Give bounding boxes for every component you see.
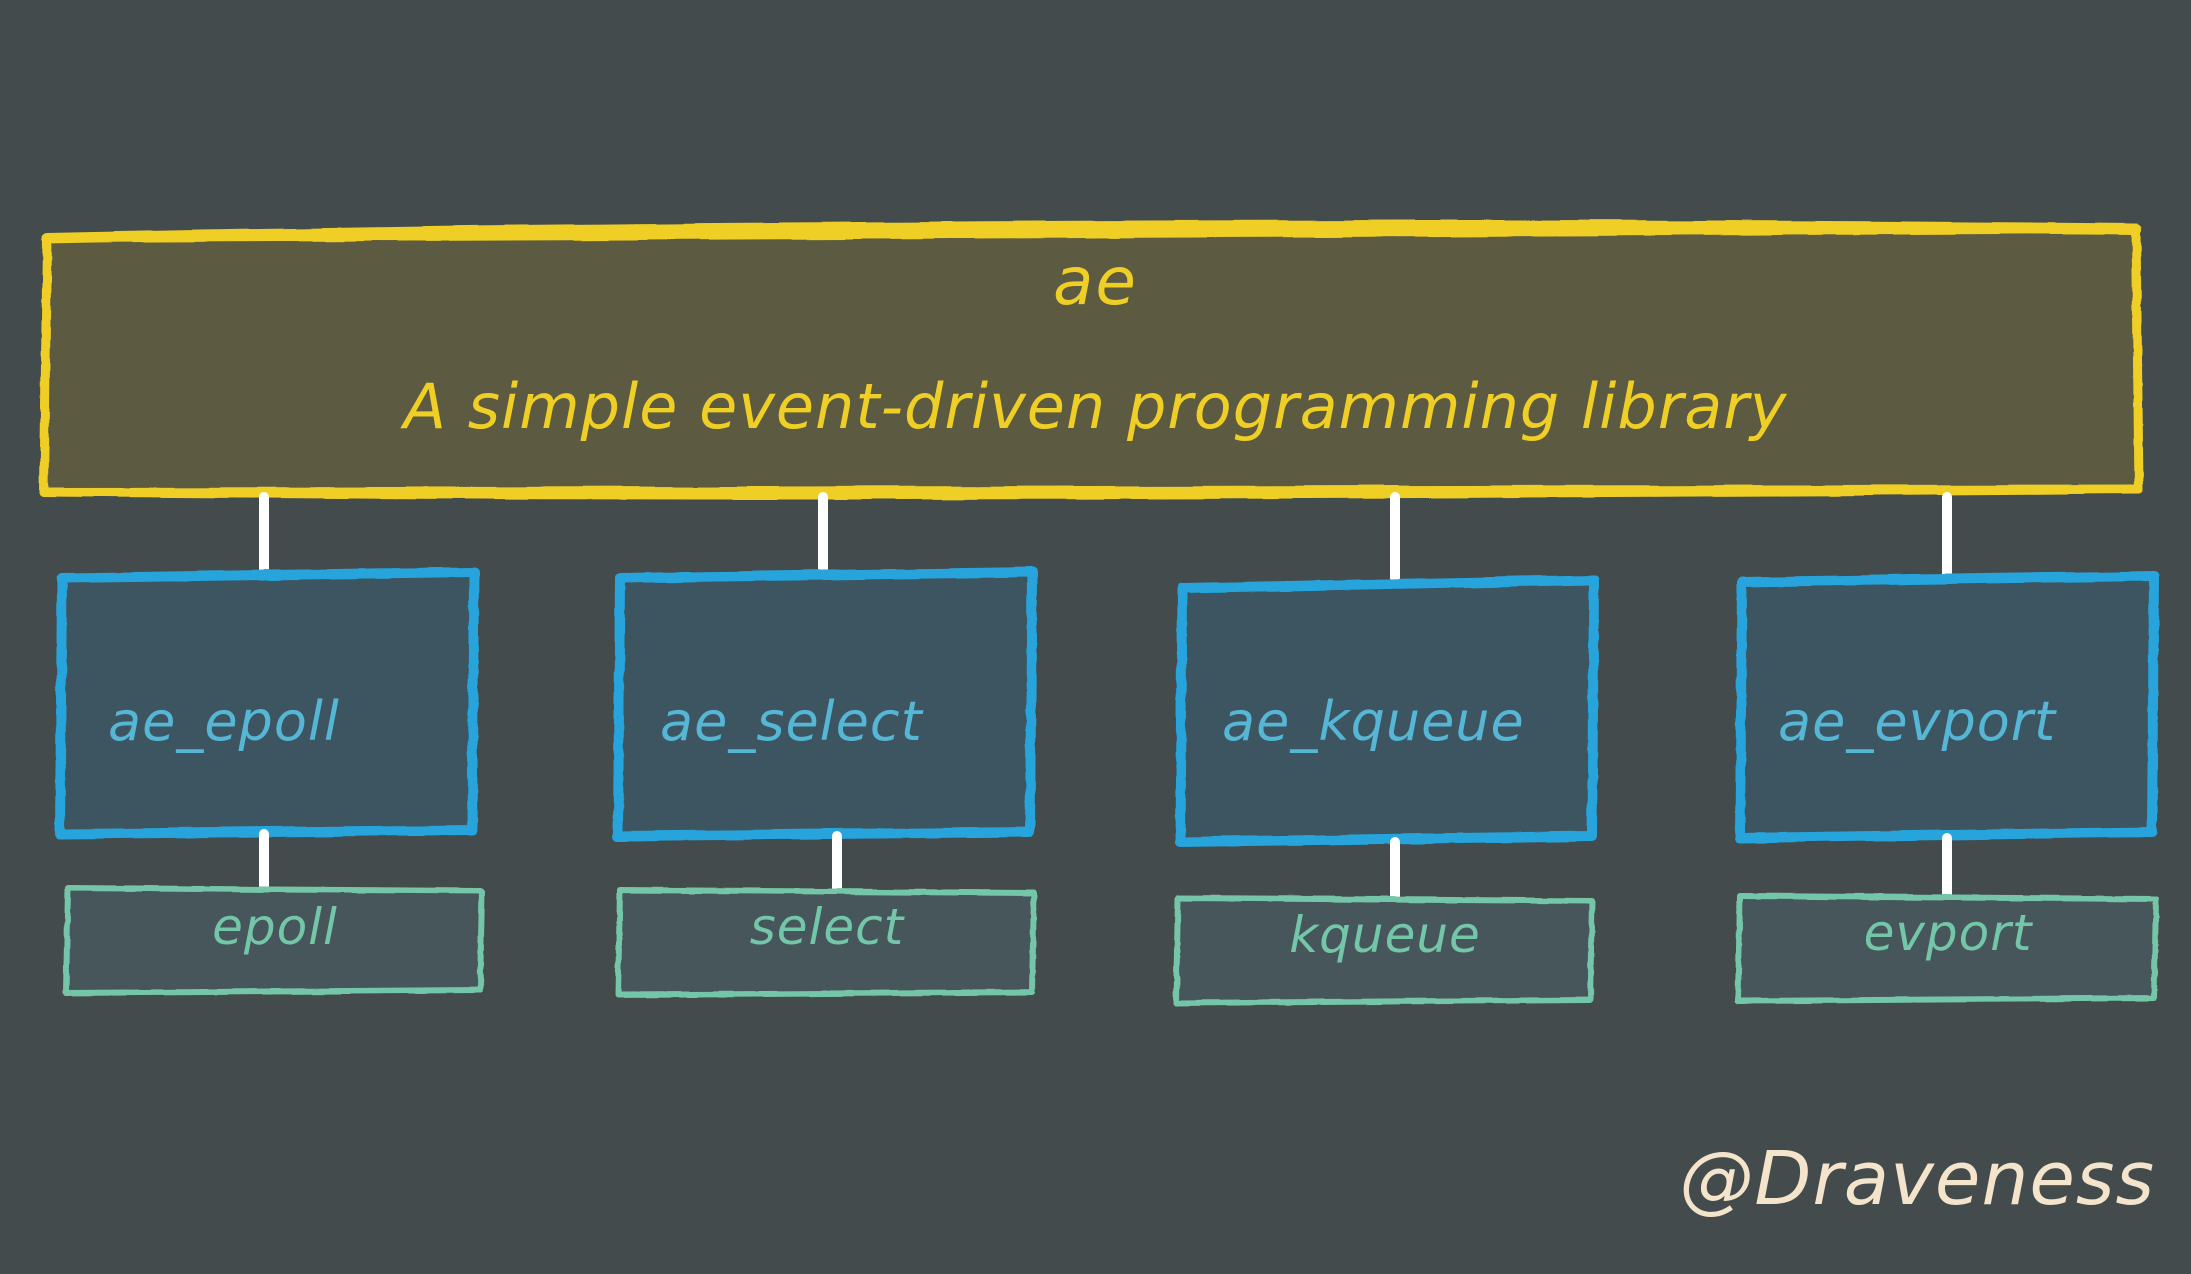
node-box-ae-kqueue [1175, 575, 1599, 847]
node-box-ae-epoll [55, 567, 479, 839]
leaf-box-epoll [63, 885, 485, 996]
banner-box [39, 220, 2144, 500]
node-box-ae-select [613, 567, 1037, 841]
leaf-box-select [615, 887, 1037, 998]
node-box-ae-evport [1735, 571, 2159, 843]
connector-node-to-leaf-group [259, 829, 1952, 903]
leaf-box-kqueue [1173, 895, 1595, 1006]
leaf-box-evport [1735, 893, 2159, 1004]
connector-banner-to-node-group [259, 492, 1952, 585]
